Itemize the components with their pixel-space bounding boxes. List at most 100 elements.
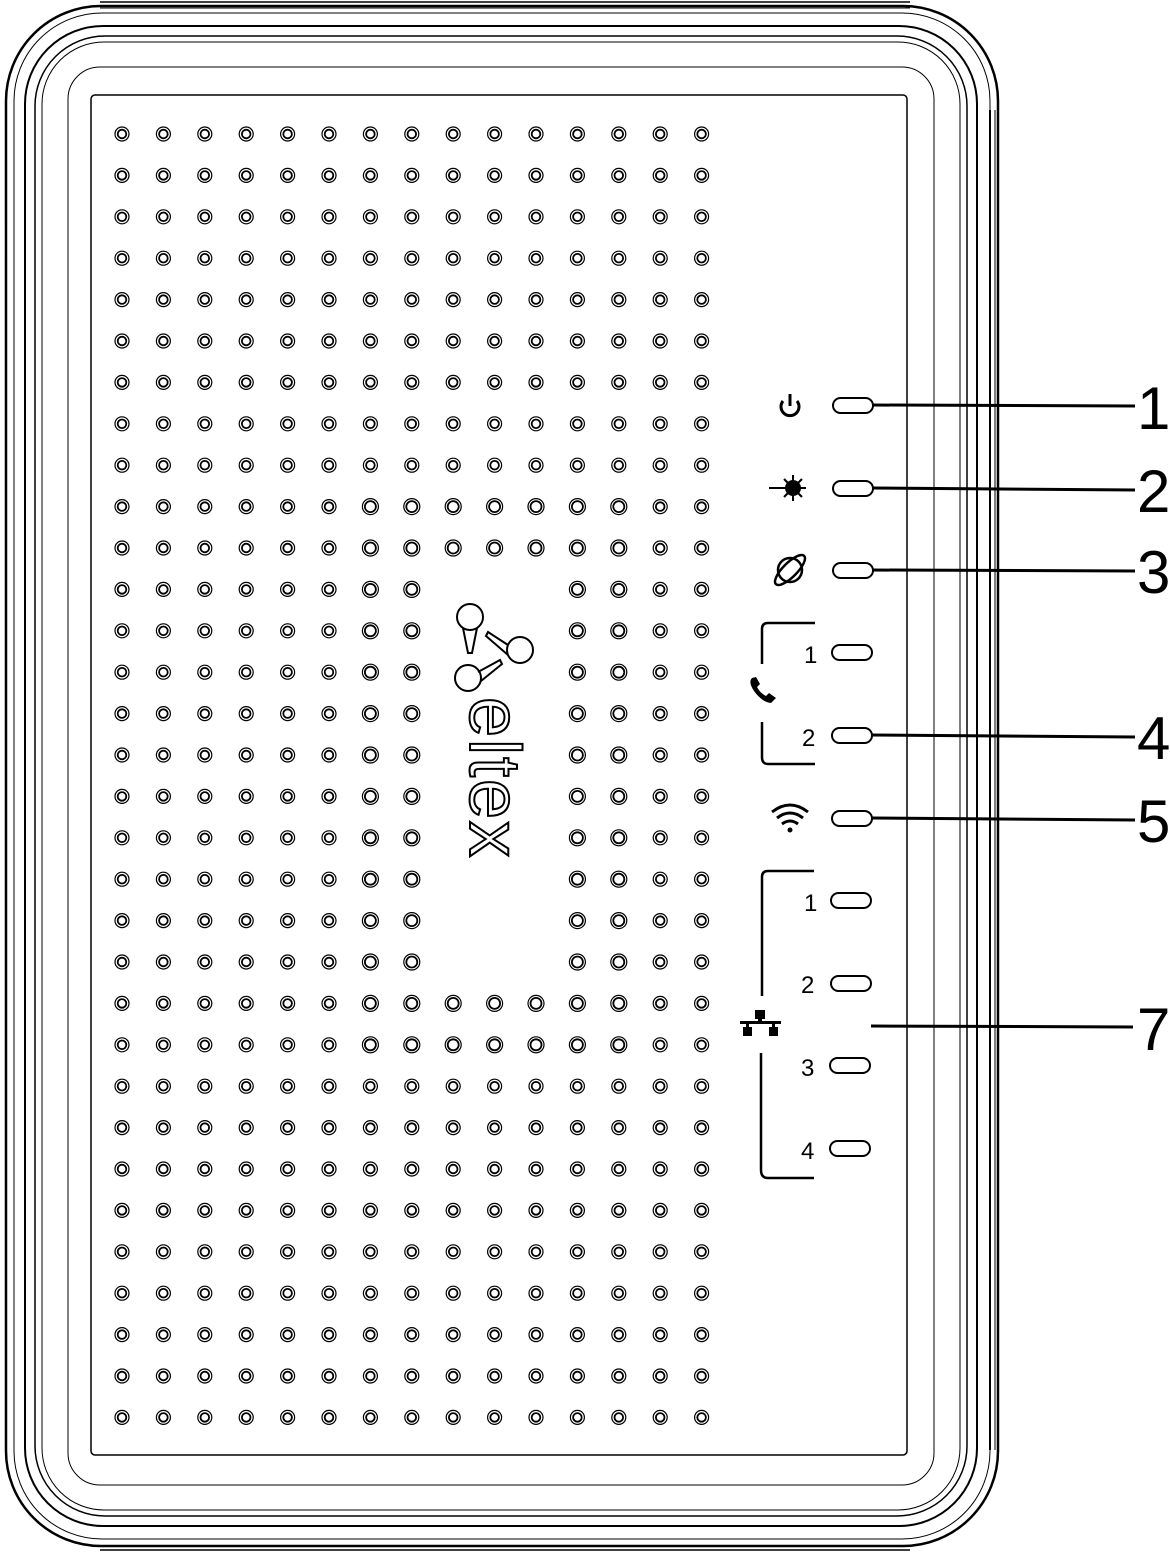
vent-hole [404, 292, 420, 308]
vent-hole [361, 1036, 379, 1054]
vent-hole [693, 871, 710, 887]
vent-hole [693, 705, 710, 722]
vent-hole [610, 580, 628, 599]
vent-hole [114, 1119, 130, 1136]
vent-hole [487, 250, 503, 266]
phone-port-2: 2 [802, 725, 815, 752]
vent-hole [280, 126, 296, 142]
vent-hole [321, 1161, 337, 1177]
vent-hole [197, 292, 213, 308]
vent-hole [445, 333, 461, 349]
vent-hole [652, 1078, 668, 1094]
vent-hole [404, 209, 420, 225]
vent-hole [403, 498, 421, 516]
optical-laser-icon [769, 475, 806, 501]
vent-hole [155, 1037, 171, 1053]
vent-hole [321, 540, 337, 556]
vent-hole [528, 1161, 544, 1177]
vent-hole [404, 167, 420, 183]
vent-hole [569, 1119, 586, 1136]
vent-hole [610, 622, 628, 640]
vent-hole [197, 705, 213, 722]
vent-hole [693, 126, 710, 142]
vent-hole [114, 1078, 130, 1094]
vent-hole [114, 374, 130, 390]
vent-hole [280, 1037, 296, 1053]
vent-hole [487, 1326, 503, 1343]
vent-hole [652, 1202, 668, 1219]
vent-hole [528, 250, 544, 266]
vent-hole [610, 911, 628, 930]
vent-hole [197, 540, 213, 556]
vent-hole [114, 705, 130, 722]
vent-hole [693, 457, 710, 473]
callout-lines [870, 403, 1136, 1029]
vent-hole [362, 1285, 378, 1301]
vent-hole [197, 1119, 213, 1136]
vent-hole [197, 788, 213, 805]
vent-hole [528, 374, 544, 390]
vent-hole [693, 1119, 710, 1136]
vent-hole [569, 1078, 586, 1094]
vent-hole [280, 540, 296, 556]
vent-hole [280, 499, 296, 515]
vent-hole [238, 1368, 254, 1384]
vent-hole [528, 1119, 544, 1136]
vent-hole [280, 581, 296, 598]
vent-hole [321, 747, 337, 763]
vent-hole [403, 622, 421, 640]
callout-3: 3 [1137, 539, 1170, 606]
vent-hole [404, 1285, 420, 1301]
vent-hole [611, 333, 627, 349]
vent-hole [693, 499, 710, 515]
vent-hole [403, 994, 421, 1013]
vent-hole [197, 912, 213, 929]
vent-hole [362, 1161, 378, 1177]
vent-hole [568, 994, 587, 1013]
vent-hole [155, 1368, 171, 1384]
vent-hole [321, 954, 337, 970]
vent-hole [568, 911, 587, 930]
callout-2: 2 [1137, 458, 1170, 525]
vent-hole [280, 747, 296, 763]
vent-hole [155, 1078, 171, 1094]
vent-hole [114, 995, 130, 1012]
vent-hole [487, 1161, 503, 1177]
vent-hole [197, 1202, 213, 1219]
vent-hole [155, 1326, 171, 1343]
vent-hole [569, 250, 586, 266]
vent-hole [487, 457, 503, 473]
vent-hole [114, 250, 130, 266]
vent-hole [197, 1244, 213, 1260]
vent-hole [361, 622, 379, 640]
vent-hole [569, 1326, 586, 1343]
vent-hole [321, 705, 337, 722]
vent-hole [611, 292, 627, 308]
vent-hole [321, 1244, 337, 1260]
vent-hole [114, 292, 130, 308]
vent-hole [155, 954, 171, 970]
vent-hole [114, 1368, 130, 1384]
vent-hole [155, 374, 171, 390]
vent-hole [693, 1161, 710, 1177]
vent-hole [197, 664, 213, 680]
vent-hole [444, 539, 462, 557]
vent-hole [321, 788, 337, 805]
vent-hole [238, 333, 254, 349]
vent-hole [238, 1202, 254, 1219]
vent-hole [445, 1326, 461, 1343]
vent-hole [693, 292, 710, 308]
vent-hole [445, 416, 461, 432]
vent-hole [197, 250, 213, 266]
vent-hole [610, 829, 628, 847]
vent-hole [155, 333, 171, 349]
vent-hole [362, 1409, 378, 1426]
led-optical [832, 480, 874, 497]
vent-hole [611, 1078, 627, 1094]
vent-hole [403, 870, 421, 888]
vent-hole [403, 539, 421, 557]
vent-hole [569, 209, 586, 225]
vent-hole [403, 1036, 421, 1054]
vent-hole [568, 580, 587, 599]
vent-hole [693, 1285, 710, 1301]
